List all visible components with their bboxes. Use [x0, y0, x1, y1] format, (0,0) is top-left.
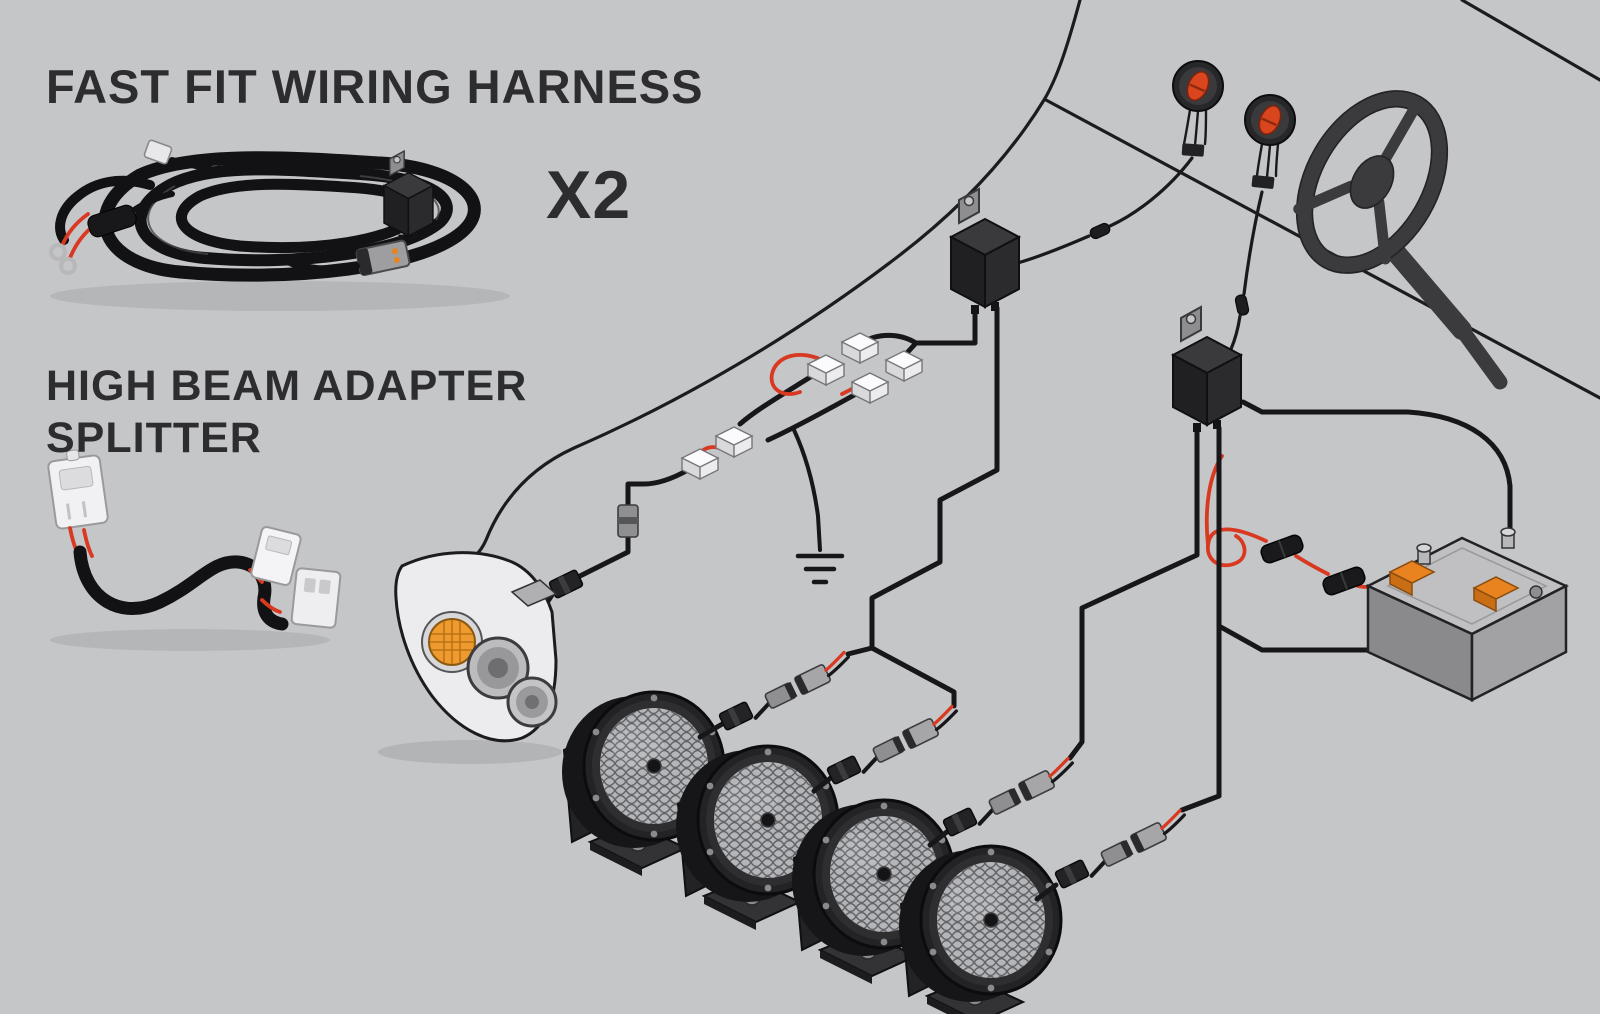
ring-terminal-icon [59, 257, 77, 275]
fuse-holder-icon [87, 204, 137, 238]
headlight-assembly [378, 551, 562, 764]
harness-dt-connector-icon [355, 239, 411, 276]
harness-feeds [543, 305, 1222, 813]
steering-wheel [1293, 90, 1508, 390]
rocker-switch-1 [1171, 59, 1225, 113]
ring-terminal-icon [49, 243, 67, 261]
adapter-splitter-photo [47, 449, 342, 651]
light-pigtails [697, 652, 1191, 902]
splitter-title-line2: SPLITTER [46, 414, 262, 462]
splitter-plug-b1-icon [250, 525, 302, 587]
inline-connector [617, 504, 639, 538]
ground-point [795, 553, 845, 585]
splitter-title-line1: HIGH BEAM ADAPTER [46, 362, 527, 410]
battery [1365, 527, 1569, 703]
wiring-harness-photo [49, 139, 510, 311]
harness-quantity-label: X2 [546, 157, 631, 233]
rocker-switch-2 [1243, 93, 1297, 147]
harness-title: FAST FIT WIRING HARNESS [46, 60, 704, 113]
splitter-plug-b2-icon [290, 567, 342, 629]
harness-plug-icon [143, 139, 173, 165]
splitter-plug-a-icon [47, 449, 109, 530]
